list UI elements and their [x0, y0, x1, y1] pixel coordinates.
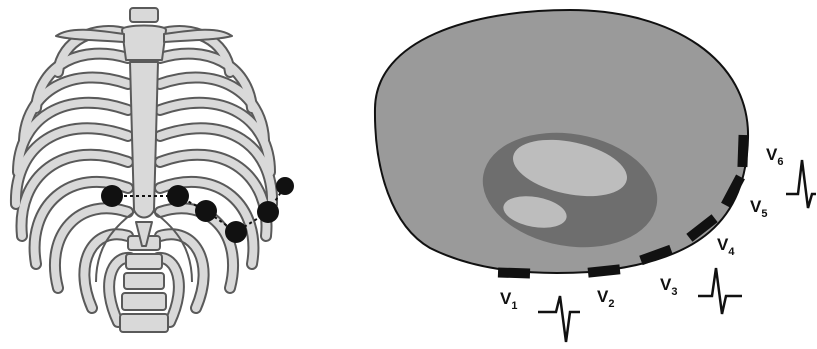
- lead-label-v3: V3: [660, 275, 677, 298]
- chest-electrode-v2: [167, 185, 189, 207]
- lead-label-v2: V2: [597, 287, 614, 310]
- chest-electrode-v4: [225, 221, 247, 243]
- lead-label-v5: V5: [750, 197, 767, 220]
- chest-electrode-v1: [101, 185, 123, 207]
- torso-cross-section: [375, 10, 749, 279]
- electrode-pad-v1: [498, 267, 530, 278]
- chest-electrode-v3: [195, 200, 217, 222]
- ecg-trace-v6: [786, 160, 816, 208]
- electrode-pad-v6: [737, 135, 748, 167]
- chest-electrode-v5: [257, 201, 279, 223]
- lead-label-v4: V4: [717, 235, 735, 258]
- chest-electrode-v6: [276, 177, 294, 195]
- ecg-trace-v1: [538, 296, 580, 342]
- lead-label-v1: V1: [500, 289, 517, 312]
- rib-cage: [16, 8, 272, 332]
- lead-label-v6: V6: [766, 145, 783, 168]
- ecg-trace-v3-v4: [698, 268, 742, 314]
